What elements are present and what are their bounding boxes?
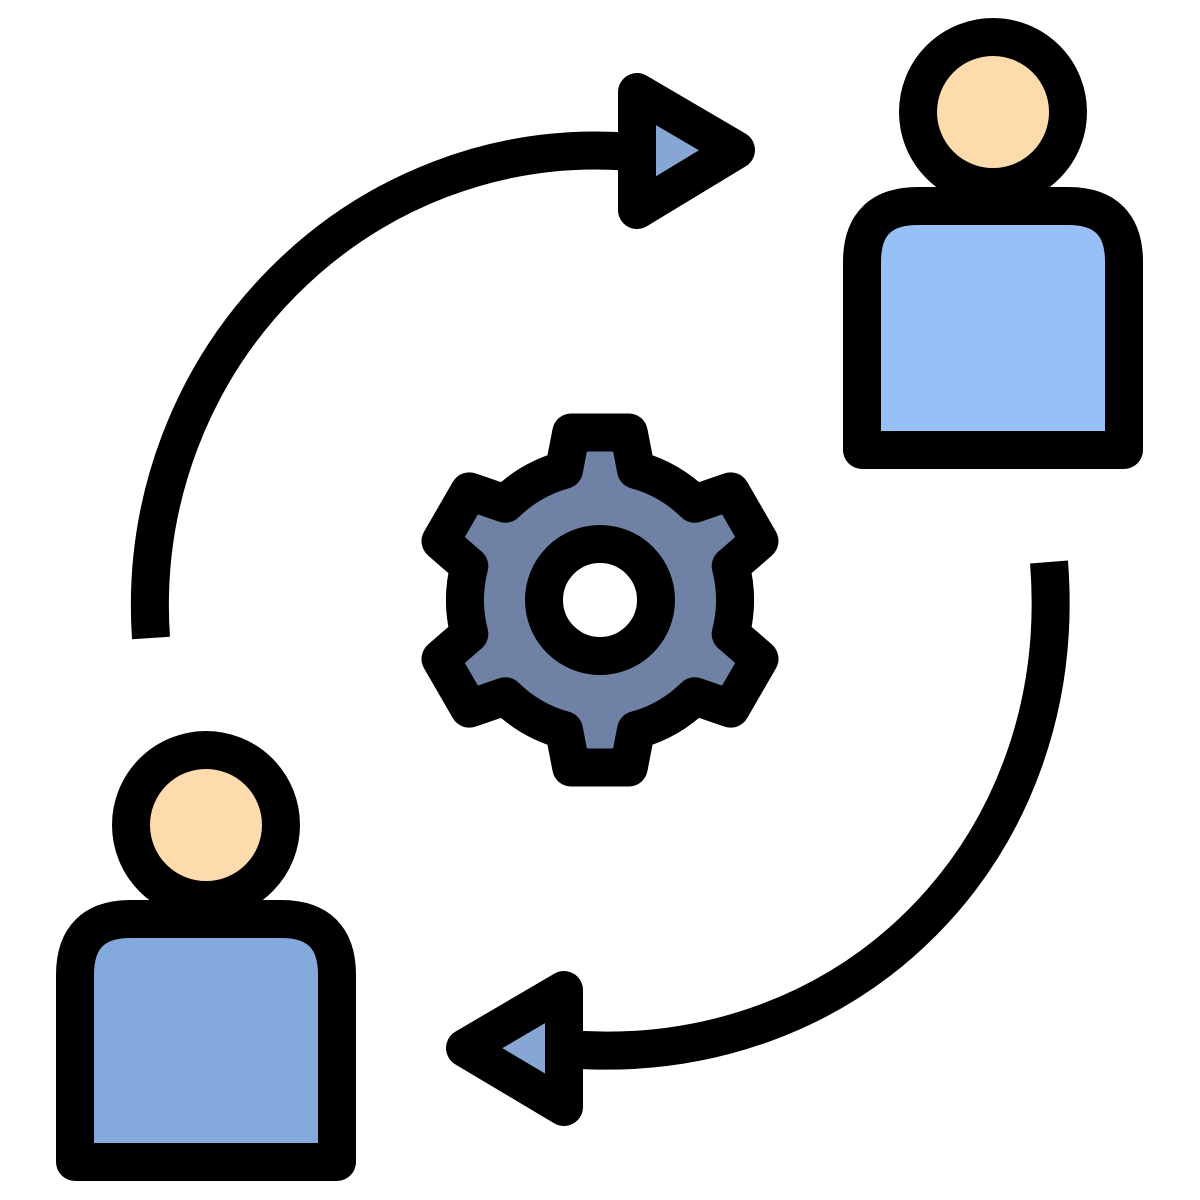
gear-ring: [525, 525, 675, 675]
arrow-bottom-group: [446, 560, 1070, 1126]
arrow-top-group: [130, 73, 755, 640]
arrow-right-icon: [618, 73, 755, 229]
arrow-left-icon: [446, 971, 583, 1126]
person-bottom-left: [56, 731, 356, 1181]
arrow-bottom-shaft: [564, 560, 1070, 1070]
person-top-right-body: [843, 187, 1143, 469]
arrow-top-shaft: [130, 131, 634, 640]
person-top-right: [843, 18, 1143, 469]
person-bottom-left-head: [112, 731, 300, 919]
person-top-right-head: [899, 18, 1087, 206]
gear-icon: [421, 413, 779, 787]
person-bottom-left-body: [56, 900, 356, 1181]
